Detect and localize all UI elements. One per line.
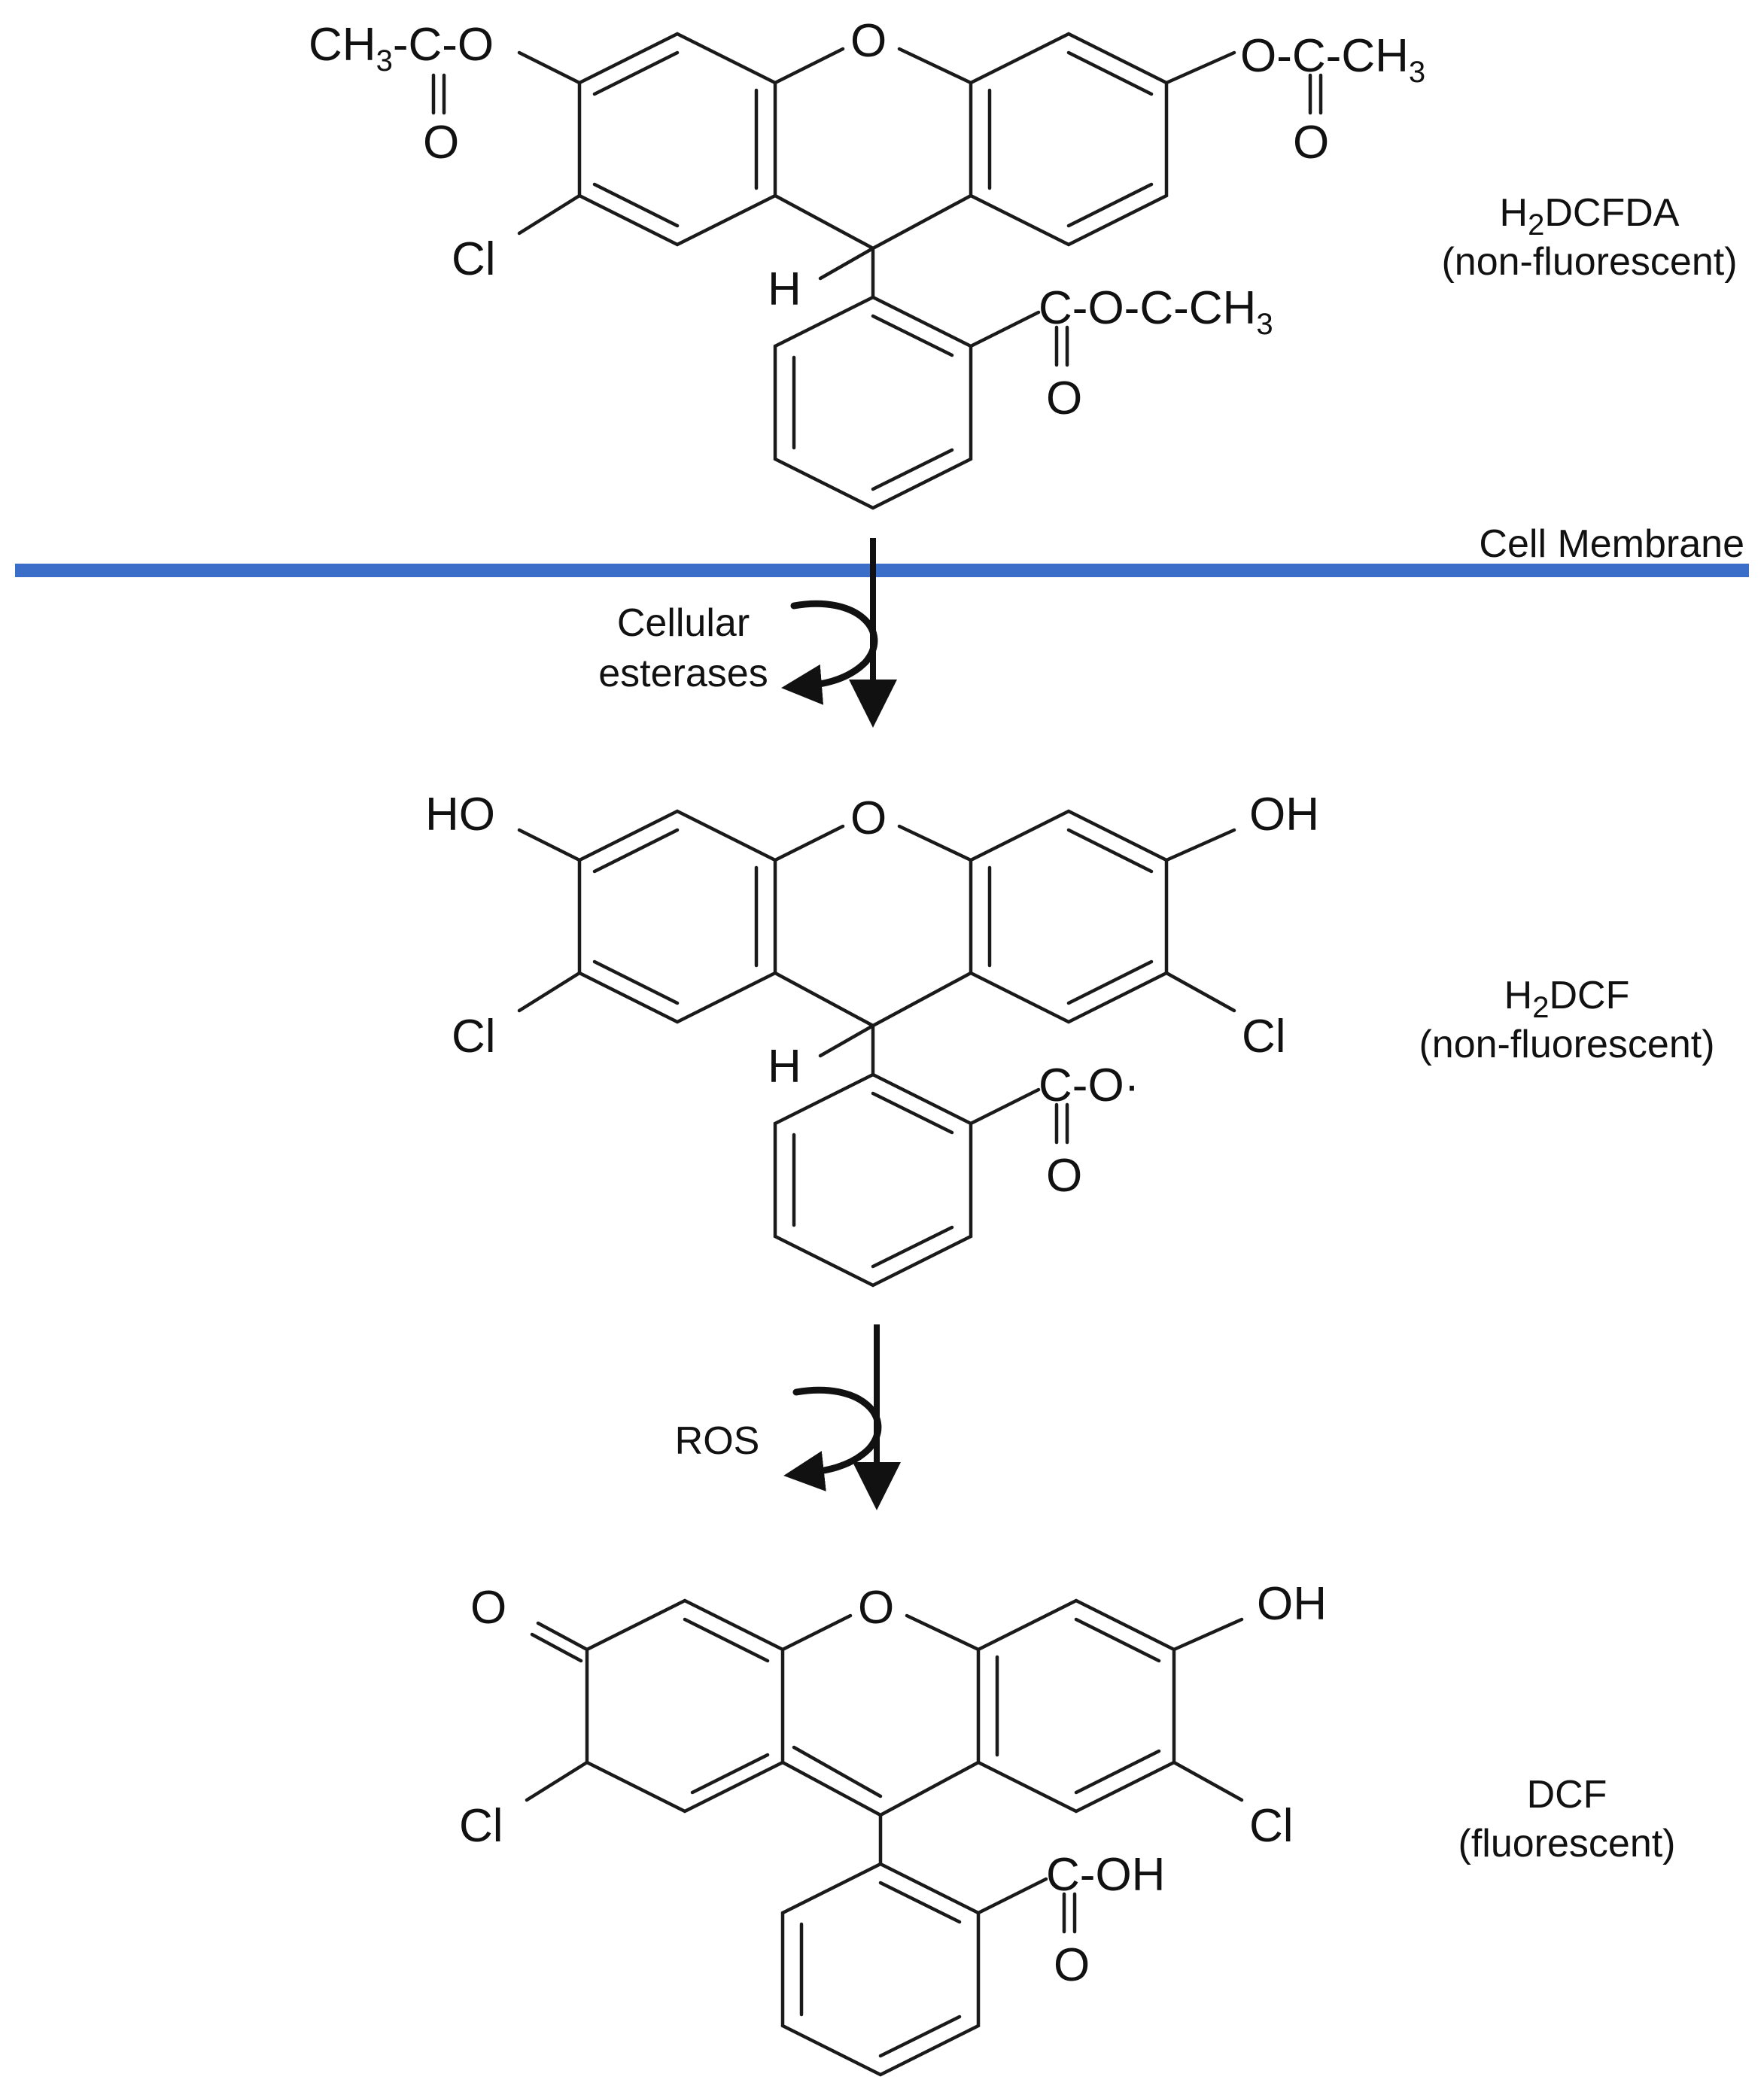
oxygen-text: O bbox=[1087, 1060, 1124, 1111]
carboxylate-label: C-O· bbox=[1039, 1060, 1139, 1111]
compound-name-h2dcfda: H2DCFDA bbox=[1500, 191, 1680, 242]
carbon-text: C bbox=[1292, 30, 1326, 82]
name-rest: DCF bbox=[1527, 1773, 1607, 1817]
ring-right bbox=[976, 1598, 1176, 1814]
methyl-text: CH bbox=[1341, 30, 1409, 82]
ring-right bbox=[969, 809, 1169, 1024]
bond-dash: - bbox=[1276, 30, 1292, 82]
ring-oxygen-label: O bbox=[858, 1582, 894, 1634]
name-main: H bbox=[1504, 974, 1533, 1017]
hydroxyl-left-label: HO bbox=[425, 789, 495, 841]
hydrogen-label: H bbox=[768, 1041, 801, 1093]
molecule-h2dcfda: O Cl H CH3-C-O O O-C-CH3 O C-O-C-CH3 O bbox=[309, 15, 1425, 510]
bond-dash: - bbox=[1072, 1060, 1088, 1111]
acetyl-right-label: O-C-CH3 bbox=[1240, 30, 1425, 89]
ring-left bbox=[577, 32, 777, 247]
methyl-subscript: 3 bbox=[1256, 308, 1273, 341]
chlorine-left-label: Cl bbox=[452, 1011, 496, 1063]
ring-left bbox=[585, 1598, 785, 1814]
molecule-h2dcf: O HO OH Cl Cl H C-O· O bbox=[425, 789, 1319, 1288]
bond-dash: - bbox=[1173, 282, 1189, 334]
chlorine-right-label: Cl bbox=[1242, 1011, 1286, 1063]
ring-oxygen-label: O bbox=[850, 15, 887, 67]
carbon-text: C bbox=[1046, 1849, 1080, 1901]
ring-phenyl bbox=[773, 1072, 973, 1288]
cell-membrane-label: Cell Membrane bbox=[1479, 522, 1744, 566]
oxygen-text: O bbox=[1087, 282, 1124, 334]
hydroxyl-text: OH bbox=[1095, 1849, 1165, 1901]
carbon-text: C bbox=[1039, 282, 1072, 334]
hydrogen-label: H bbox=[768, 263, 801, 315]
chlorine-label: Cl bbox=[452, 233, 496, 285]
carboxylic-acid-label: C-OH bbox=[1046, 1849, 1165, 1901]
radical-dot: · bbox=[1124, 1060, 1140, 1111]
methyl-text: CH bbox=[309, 19, 376, 71]
chlorine-left-label: Cl bbox=[459, 1800, 503, 1852]
name-subscript: 2 bbox=[1532, 991, 1549, 1024]
name-rest: DCFDA bbox=[1544, 191, 1679, 235]
compound-name-dcf: DCF bbox=[1527, 1773, 1607, 1817]
step2-curved-arrow bbox=[783, 1386, 882, 1491]
carbonyl-oxygen-label: O bbox=[1293, 117, 1329, 169]
bond-dash: - bbox=[393, 19, 409, 71]
ester-label: C-O-C-CH3 bbox=[1039, 282, 1273, 341]
ketone-oxygen-label: O bbox=[470, 1582, 506, 1634]
methyl-subscript: 3 bbox=[1409, 56, 1425, 89]
methyl-text: CH bbox=[1189, 282, 1257, 334]
name-subscript: 2 bbox=[1528, 208, 1544, 242]
carbon-text: C bbox=[408, 19, 442, 71]
name-rest: DCF bbox=[1549, 974, 1629, 1017]
step2-reagent: ROS bbox=[675, 1419, 760, 1463]
ring-right bbox=[969, 32, 1169, 247]
bond-dash: - bbox=[1080, 1849, 1096, 1901]
oxygen-text: O bbox=[458, 19, 494, 71]
carbonyl-oxygen-label: O bbox=[1054, 1939, 1090, 1991]
ring-oxygen-label: O bbox=[850, 792, 887, 844]
bond-dash: - bbox=[1326, 30, 1342, 82]
bond-dash: - bbox=[442, 19, 458, 71]
compound-note-h2dcfda: (non-fluorescent) bbox=[1441, 240, 1737, 284]
bond-dash: - bbox=[1072, 282, 1088, 334]
name-main: H bbox=[1500, 191, 1528, 235]
carbon-text: C bbox=[1039, 1060, 1072, 1111]
methyl-subscript: 3 bbox=[376, 44, 393, 78]
ring-phenyl bbox=[780, 1862, 981, 2077]
carbonyl-oxygen-label: O bbox=[1046, 1150, 1082, 1202]
chlorine-right-label: Cl bbox=[1249, 1800, 1294, 1852]
hydroxyl-right-label: OH bbox=[1257, 1578, 1327, 1630]
compound-note-h2dcf: (non-fluorescent) bbox=[1419, 1023, 1714, 1066]
step1-curved-arrow bbox=[781, 600, 878, 705]
oxygen-text: O bbox=[1240, 30, 1276, 82]
compound-name-h2dcf: H2DCF bbox=[1504, 974, 1630, 1024]
carbonyl-oxygen-label: O bbox=[423, 117, 459, 169]
carbon-text: C bbox=[1139, 282, 1173, 334]
molecule-dcf: O O OH Cl Cl C-OH O bbox=[459, 1578, 1327, 2077]
ring-left bbox=[577, 809, 777, 1024]
step1-reagent-line2: esterases bbox=[598, 652, 768, 695]
step1-reagent-line1: Cellular bbox=[617, 601, 750, 645]
acetyl-left-label: CH3-C-O bbox=[309, 19, 494, 78]
hydroxyl-right-label: OH bbox=[1249, 789, 1319, 841]
bond-dash: - bbox=[1124, 282, 1140, 334]
ring-phenyl bbox=[773, 295, 973, 510]
compound-note-dcf: (fluorescent) bbox=[1458, 1822, 1676, 1865]
carbonyl-oxygen-label: O bbox=[1046, 372, 1082, 424]
